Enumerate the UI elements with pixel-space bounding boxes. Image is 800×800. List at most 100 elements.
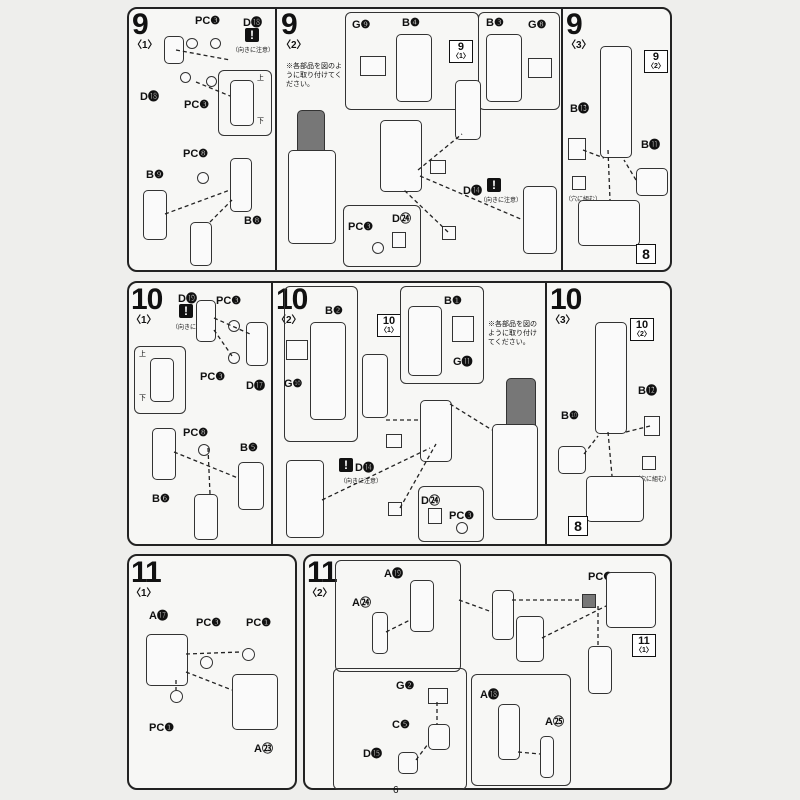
part-label: A⓲: [480, 689, 499, 701]
part-label: PC❸: [348, 221, 374, 233]
part-label: D⓲: [140, 91, 159, 103]
part-shape: [398, 752, 418, 774]
instruction-text: ※各部品を図のように取り付けてください。: [286, 63, 342, 88]
part-shape: [310, 322, 346, 420]
part-shape: [360, 56, 386, 76]
warning-icon: !: [339, 458, 353, 472]
part-label: B❸: [486, 17, 504, 29]
divider: [545, 282, 547, 545]
part-shape: [180, 72, 191, 83]
part-shape: [600, 46, 632, 158]
cross-ref: 10 〈2〉: [630, 318, 654, 341]
detail-inset: [478, 12, 560, 110]
part-shape: [486, 34, 522, 102]
step-11-2-heading: 11 〈2〉: [307, 556, 338, 599]
part-label: B❻: [152, 493, 170, 505]
part-shape: [410, 580, 434, 632]
part-shape: [588, 646, 612, 694]
part-shape: [380, 120, 422, 192]
divider: [275, 8, 277, 271]
part-shape: [362, 354, 388, 418]
part-label: A㉕: [545, 716, 564, 728]
part-label: PC❶: [246, 617, 272, 629]
part-shape: [232, 674, 278, 730]
part-label: D⓯: [363, 748, 382, 760]
part-label: D㉔: [392, 213, 411, 225]
cross-ref: 9 〈2〉: [644, 50, 668, 73]
cross-ref-large: 8: [568, 516, 588, 536]
part-label: A⓱: [149, 610, 168, 622]
part-shape: [152, 428, 176, 480]
part-shape: [186, 38, 198, 49]
part-shape: [242, 648, 255, 661]
part-shape: [582, 594, 596, 608]
detail-inset: [343, 205, 421, 267]
part-shape: [210, 38, 221, 49]
divider: [561, 8, 563, 271]
part-shape: [230, 80, 254, 126]
step-10-2-heading: 10 〈2〉: [276, 283, 308, 326]
part-shape: [540, 736, 554, 778]
part-shape: [238, 462, 264, 510]
part-label: G❷: [396, 680, 415, 692]
part-shape: [230, 158, 252, 212]
part-shape: [528, 58, 552, 78]
down-mark: 下: [257, 118, 264, 125]
part-label: PC❸: [216, 295, 242, 307]
part-shape: [568, 138, 586, 160]
part-shape: [143, 190, 167, 240]
part-shape: [428, 688, 448, 704]
part-label: B❶: [444, 295, 462, 307]
part-shape: [506, 378, 536, 432]
part-shape: [170, 690, 183, 703]
detail-inset: [284, 286, 358, 442]
part-label: C❺: [392, 719, 410, 731]
part-shape: [198, 444, 210, 456]
part-shape: [595, 322, 627, 434]
hole-note: （穴に組む）: [634, 477, 671, 483]
part-label: PC❽: [183, 148, 209, 160]
part-label: PC❸: [184, 99, 210, 111]
part-shape: [455, 80, 481, 140]
part-shape: [492, 424, 538, 520]
step-9-1-heading: 9 〈1〉: [132, 8, 158, 51]
warning-icon: !: [245, 28, 259, 42]
part-shape: [386, 434, 402, 448]
part-label: G❽: [528, 19, 547, 31]
orientation-inset: [134, 346, 186, 414]
part-shape: [606, 572, 656, 628]
part-shape: [164, 36, 184, 64]
orientation-inset: [218, 70, 272, 136]
part-label: B❽: [244, 215, 262, 227]
part-shape: [194, 494, 218, 540]
step-11-1-heading: 11 〈1〉: [131, 556, 162, 599]
part-shape: [516, 616, 544, 662]
part-shape: [578, 200, 640, 246]
part-label: D⓳: [178, 293, 197, 305]
part-label: G❾: [352, 19, 371, 31]
part-shape: [428, 724, 450, 750]
part-shape: [396, 34, 432, 102]
part-shape: [196, 300, 216, 342]
part-shape: [586, 476, 644, 522]
down-mark: 下: [139, 395, 146, 402]
part-label: A⓳: [384, 568, 403, 580]
part-shape: [428, 508, 442, 524]
part-label: A㉔: [352, 597, 371, 609]
part-label: B❹: [402, 17, 420, 29]
part-label: PC❸: [196, 617, 222, 629]
part-shape: [636, 168, 668, 196]
part-label: B❿: [561, 410, 579, 422]
part-shape: [206, 76, 217, 87]
part-shape: [392, 232, 406, 248]
part-shape: [246, 322, 268, 366]
part-label: B⓬: [638, 385, 657, 397]
step-10-1-heading: 10 〈1〉: [131, 283, 163, 326]
part-label: D⓱: [246, 380, 265, 392]
orientation-note: （向きに注意）: [232, 48, 275, 54]
part-shape: [190, 222, 212, 266]
part-shape: [286, 460, 324, 538]
part-shape: [197, 172, 209, 184]
part-shape: [146, 634, 188, 686]
